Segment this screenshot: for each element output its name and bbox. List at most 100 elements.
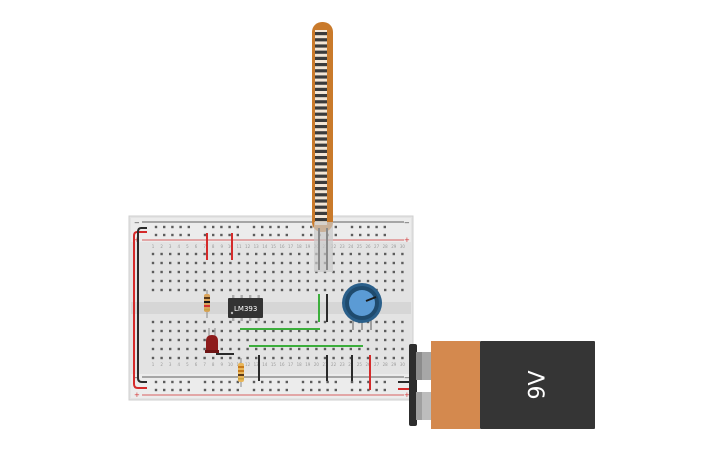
- breadboard-hole: [186, 252, 189, 256]
- breadboard-hole: [306, 347, 309, 351]
- flex-sensor-stripe: [315, 44, 327, 48]
- rail-hole: [252, 233, 256, 237]
- breadboard-hole: [366, 252, 370, 256]
- breadboard-hole: [375, 347, 378, 351]
- rail-hole: [285, 388, 288, 392]
- breadboard-hole: [280, 252, 284, 256]
- breadboard-hole: [298, 261, 301, 265]
- rail-hole: [334, 380, 337, 384]
- rail-hole: [375, 233, 378, 237]
- rail-hole: [301, 380, 305, 384]
- ic-pin: [240, 295, 243, 298]
- breadboard-hole: [263, 329, 266, 333]
- flex-sensor-base: [314, 222, 333, 272]
- breadboard-hole: [177, 356, 180, 360]
- breadboard-hole: [315, 288, 318, 292]
- flex-sensor-stripe: [315, 211, 327, 215]
- breadboard-hole: [298, 270, 301, 274]
- column-label: 3: [169, 362, 172, 367]
- breadboard-hole: [306, 288, 309, 292]
- rail-hole: [310, 380, 313, 384]
- breadboard-hole: [392, 270, 395, 274]
- breadboard-hole: [177, 252, 180, 256]
- ic-pin: [249, 295, 252, 298]
- rail-hole: [269, 225, 272, 229]
- breadboard-hole: [323, 329, 327, 333]
- breadboard-hole: [177, 279, 180, 283]
- rail-hole: [228, 225, 231, 229]
- breadboard-hole: [220, 261, 223, 265]
- breadboard-hole: [323, 279, 327, 283]
- breadboard-hole: [220, 356, 223, 360]
- rail-hole: [359, 380, 362, 384]
- breadboard-hole: [237, 338, 241, 342]
- breadboard-hole: [229, 252, 232, 256]
- breadboard-hole: [246, 279, 249, 283]
- rail-hole: [318, 380, 321, 384]
- flex-sensor-stripe: [315, 106, 327, 110]
- breadboard-hole: [401, 270, 404, 274]
- breadboard-hole: [323, 356, 327, 360]
- breadboard-hole: [255, 279, 258, 283]
- breadboard-hole: [229, 338, 232, 342]
- rail-hole: [179, 380, 182, 384]
- breadboard-hole: [289, 338, 292, 342]
- breadboard-hole: [358, 252, 361, 256]
- breadboard-hole: [280, 270, 284, 274]
- resistor-2: [238, 358, 244, 387]
- battery-terminal-2-cap: [416, 392, 422, 420]
- rail-hole: [154, 380, 158, 384]
- flex-sensor-stripes: [315, 32, 327, 222]
- breadboard-hole: [315, 347, 318, 351]
- left-red-wire: [133, 231, 147, 389]
- rail-hole: [350, 233, 354, 237]
- resistor-2-band-3: [238, 374, 244, 376]
- breadboard-hole: [272, 279, 275, 283]
- rail-hole: [383, 388, 386, 392]
- column-label: 17: [288, 244, 294, 249]
- breadboard-hole: [392, 347, 395, 351]
- breadboard-hole: [186, 347, 189, 351]
- column-label: 19: [305, 362, 311, 367]
- breadboard-hole: [169, 329, 172, 333]
- battery-body: [431, 341, 480, 429]
- rail-hole: [163, 225, 166, 229]
- rail-hole: [350, 380, 354, 384]
- breadboard-hole: [358, 338, 361, 342]
- breadboard-hole: [306, 261, 309, 265]
- breadboard-hole: [160, 329, 163, 333]
- rail-hole: [228, 233, 231, 237]
- breadboard-hole: [375, 329, 378, 333]
- rail-hole: [179, 388, 182, 392]
- breadboard-hole: [349, 261, 352, 265]
- rail-hole: [334, 233, 337, 237]
- breadboard-hole: [160, 320, 163, 324]
- rail-hole: [301, 388, 305, 392]
- column-label: 25: [357, 362, 363, 367]
- breadboard-hole: [366, 329, 370, 333]
- rail-hole: [252, 380, 256, 384]
- breadboard-hole: [220, 347, 223, 351]
- breadboard-hole: [289, 270, 292, 274]
- potentiometer-indicator: [365, 296, 377, 302]
- breadboard-hole: [332, 347, 335, 351]
- rail-hole: [212, 380, 215, 384]
- resistor-1-band-4: [204, 309, 210, 311]
- ic-pin: [257, 318, 260, 321]
- potentiometer-knob: [349, 290, 375, 316]
- breadboard-hole: [392, 252, 395, 256]
- rail-hole: [187, 225, 190, 229]
- breadboard-hole: [169, 356, 172, 360]
- breadboard-hole: [392, 261, 395, 265]
- breadboard-hole: [306, 252, 309, 256]
- breadboard-hole: [384, 338, 387, 342]
- column-label: 15: [271, 362, 277, 367]
- breadboard-hole: [289, 279, 292, 283]
- left-black-wire: [137, 227, 147, 383]
- breadboard-hole: [280, 347, 284, 351]
- breadboard-hole: [212, 356, 215, 360]
- breadboard-hole: [203, 279, 206, 283]
- breadboard-hole: [229, 320, 232, 324]
- breadboard-hole: [332, 329, 335, 333]
- column-label: 2: [160, 362, 163, 367]
